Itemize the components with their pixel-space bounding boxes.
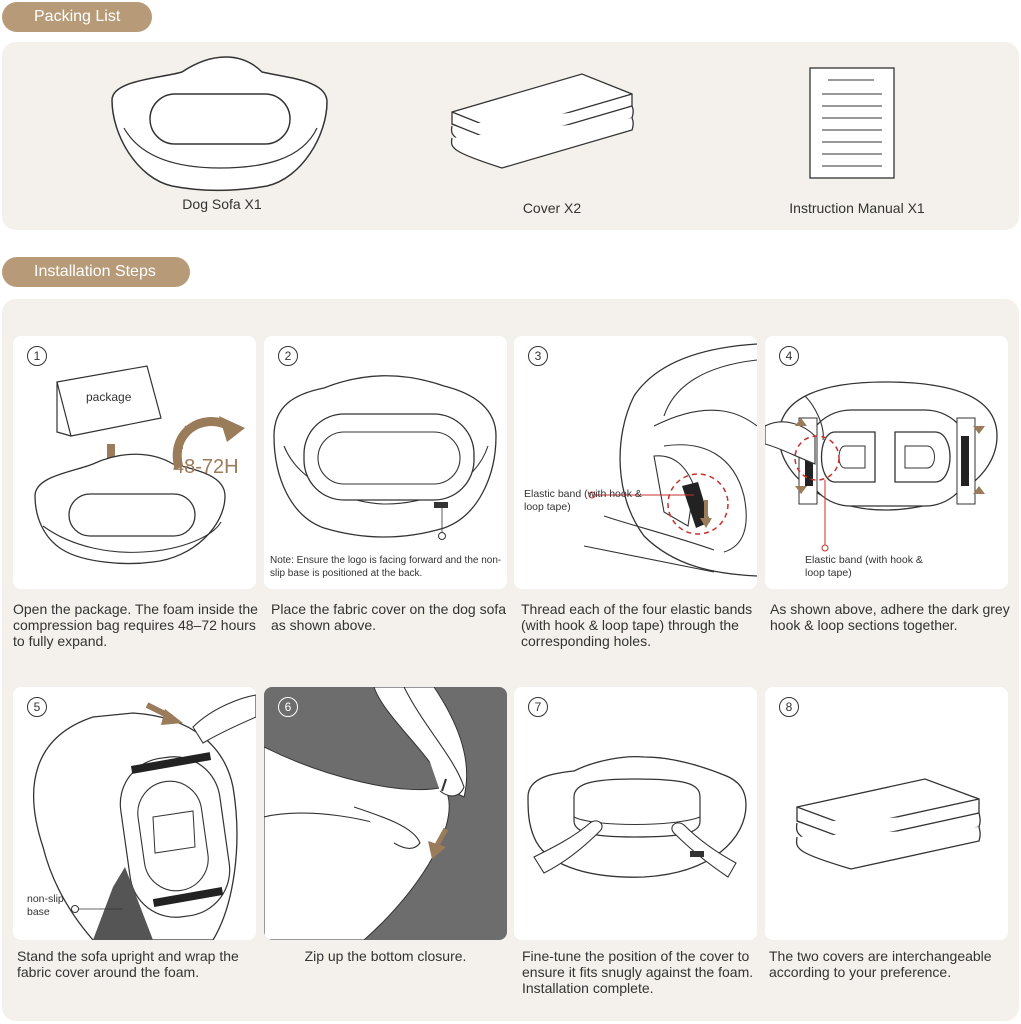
manual-illustration bbox=[809, 67, 895, 179]
non-slip-base-callout: non-slip base bbox=[27, 893, 64, 918]
step-card-8: 8 bbox=[765, 687, 1008, 940]
packing-list-panel: Dog Sofa X1 Cover X2 Instruction Manual … bbox=[2, 42, 1019, 230]
installation-steps-header: Installation Steps bbox=[2, 257, 190, 287]
step-note: Note: Ensure the logo is facing forward … bbox=[270, 555, 502, 579]
step-number: 5 bbox=[27, 697, 47, 717]
step-card-1: 1 package 48-72H bbox=[13, 336, 256, 589]
packing-list-header: Packing List bbox=[2, 2, 152, 32]
step-card-7: 7 bbox=[514, 687, 757, 940]
step-number: 3 bbox=[528, 346, 548, 366]
step-caption: Stand the sofa upright and wrap the fabr… bbox=[17, 948, 239, 980]
expansion-time-label: 48-72H bbox=[173, 456, 239, 478]
step-8-illustration bbox=[795, 778, 981, 870]
packing-list-title: Packing List bbox=[34, 8, 121, 25]
step-card-6: 6 bbox=[264, 687, 507, 940]
step-card-4: 4 Elastic band (with hook & loop tape) bbox=[765, 336, 1008, 589]
step-card-2: 2 Note: Ensure the logo is facing forwar… bbox=[264, 336, 507, 589]
step-7-illustration bbox=[527, 755, 747, 878]
packing-item-label: Dog Sofa X1 bbox=[182, 196, 262, 212]
step-caption: Thread each of the four elastic bands (w… bbox=[521, 601, 753, 649]
elastic-band-callout: Elastic band (with hook & loop tape) bbox=[805, 554, 923, 579]
step-number: 2 bbox=[278, 346, 298, 366]
step-card-5: 5 non-slip base bbox=[13, 687, 256, 940]
step-number: 8 bbox=[779, 697, 799, 717]
step-caption: Zip up the bottom closure. bbox=[304, 948, 467, 964]
cover-stack-illustration bbox=[450, 73, 634, 169]
step-caption: Place the fabric cover on the dog sofa a… bbox=[271, 601, 507, 633]
step-5-illustration bbox=[33, 694, 256, 940]
step-card-3: 3 Elastic band (with hook & loop tape) bbox=[514, 336, 757, 589]
step-4-illustration bbox=[765, 381, 998, 552]
step-number: 6 bbox=[278, 697, 298, 717]
step-caption: As shown above, adhere the dark grey hoo… bbox=[770, 601, 1010, 633]
step-caption: Fine-tune the position of the cover to e… bbox=[522, 948, 754, 996]
step-caption: The two covers are interchangeable accor… bbox=[769, 948, 992, 980]
packing-item-label: Cover X2 bbox=[522, 200, 582, 216]
elastic-band-callout: Elastic band (with hook & loop tape) bbox=[524, 488, 642, 513]
installation-steps-title: Installation Steps bbox=[34, 263, 156, 280]
dog-sofa-illustration bbox=[111, 56, 328, 192]
step-2-illustration bbox=[273, 375, 497, 540]
step-number: 4 bbox=[779, 346, 799, 366]
step-1-illustration bbox=[34, 365, 245, 565]
step-3-illustration bbox=[583, 343, 757, 577]
package-label: package bbox=[86, 390, 132, 404]
step-caption: Open the package. The foam inside the co… bbox=[13, 601, 258, 649]
step-number: 7 bbox=[528, 697, 548, 717]
step-number: 1 bbox=[27, 346, 47, 366]
step-6-illustration bbox=[264, 687, 468, 940]
packing-item-label: Instruction Manual X1 bbox=[789, 200, 925, 216]
